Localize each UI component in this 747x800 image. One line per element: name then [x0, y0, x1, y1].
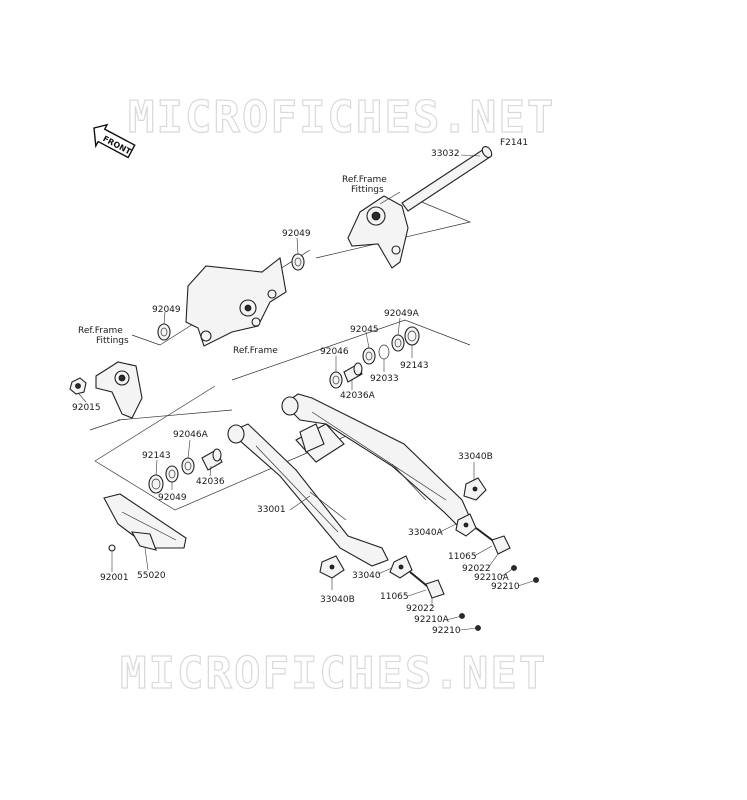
label-92049-top: 92049: [282, 229, 311, 239]
label-92049-left: 92049: [152, 305, 181, 315]
bearing-92045-icon: [362, 347, 376, 365]
label-ref-frame: Ref.Frame: [233, 346, 278, 356]
label-92022-bottom: 92022: [406, 604, 435, 614]
label-42036A: 42036A: [340, 391, 376, 401]
label-33040B-bottom: 33040B: [320, 595, 355, 605]
label-ref-frame-fittings-right-1: Ref.Frame: [342, 175, 387, 185]
washer-92049-left-icon: [157, 323, 171, 341]
label-92210A-right: 92210A: [474, 573, 510, 583]
collar-42036-icon: [201, 448, 223, 471]
washer-92049-top-icon: [291, 253, 305, 271]
label-92046A: 92046A: [173, 430, 209, 440]
label-92210-bottom: 92210: [432, 626, 461, 636]
frame-fitting-left: [95, 361, 143, 419]
label-55020: 55020: [137, 571, 166, 581]
seal-92143-right-icon: [404, 326, 420, 346]
label-92015: 92015: [72, 403, 101, 413]
washer-92049-bottom-icon: [165, 465, 179, 483]
label-11065-right: 11065: [448, 552, 477, 562]
label-92022-right: 92022: [462, 564, 491, 574]
adjuster-block-92022-bottom-icon: [425, 579, 445, 599]
chain-guard: [103, 493, 187, 551]
adjuster-33040A-icon: [455, 513, 477, 537]
label-92033: 92033: [370, 374, 399, 384]
adjuster-33040B-bottom-icon: [319, 555, 345, 579]
label-92210A-bottom: 92210A: [414, 615, 450, 625]
label-92049-bottom: 92049: [158, 493, 187, 503]
frame-mount-center: [185, 257, 287, 347]
label-33001: 33001: [257, 505, 286, 515]
label-33040: 33040: [352, 571, 381, 581]
leader-lines: [78, 154, 537, 631]
label-92001: 92001: [100, 573, 129, 583]
adjuster-33040-icon: [389, 555, 413, 579]
label-ref-frame-fittings-right-2: Fittings: [351, 185, 384, 195]
label-ref-frame-fittings-left-1: Ref.Frame: [78, 326, 123, 336]
frame-fitting-right: [347, 195, 409, 269]
label-33040B-right: 33040B: [458, 452, 493, 462]
label-42036: 42036: [196, 477, 225, 487]
label-92045: 92045: [350, 325, 379, 335]
watermark-top: MICROFICHES.NET: [128, 92, 555, 143]
label-33032: 33032: [431, 149, 460, 159]
adjuster-33040B-right-icon: [463, 477, 487, 501]
label-92046: 92046: [320, 347, 349, 357]
seal-92143-left-icon: [148, 474, 164, 494]
label-92143-left: 92143: [142, 451, 171, 461]
bolt-92001-icon: [108, 544, 116, 552]
diagram-id: F2141: [500, 138, 528, 148]
collar-42036A-icon: [343, 362, 363, 383]
circlip-92033-icon: [378, 344, 390, 360]
label-92143-right: 92143: [400, 361, 429, 371]
label-ref-frame-fittings-left-2: Fittings: [96, 336, 129, 346]
washer-92049A-icon: [391, 334, 405, 352]
bearing-92046-icon: [329, 371, 343, 389]
swingarm: [227, 393, 471, 567]
bearing-92046A-icon: [181, 457, 195, 475]
adjuster-block-92022-right-icon: [491, 535, 511, 555]
label-33040A: 33040A: [408, 528, 444, 538]
axle-shaft: [401, 145, 493, 212]
nut-92015-icon: [69, 377, 87, 395]
label-92210-right: 92210: [491, 582, 520, 592]
watermark-bottom: MICROFICHES.NET: [120, 648, 547, 699]
label-92049A: 92049A: [384, 309, 420, 319]
label-11065-bottom: 11065: [380, 592, 409, 602]
